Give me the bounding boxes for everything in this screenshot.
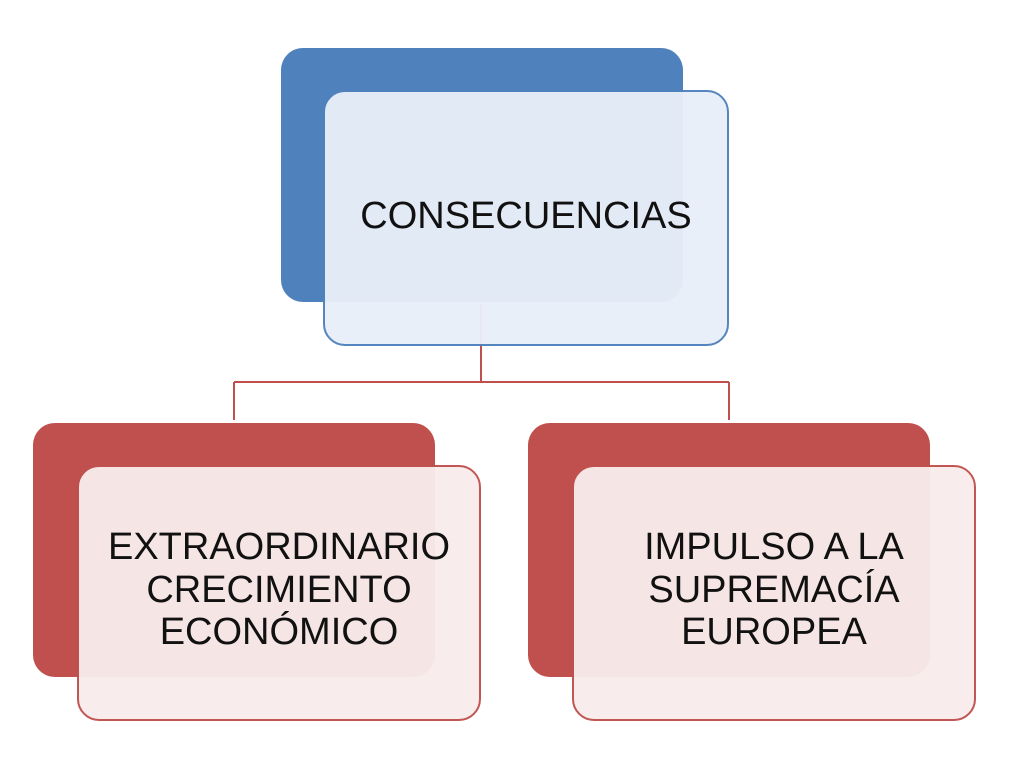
root-node-card — [323, 90, 729, 346]
child-node-1-card — [77, 465, 481, 721]
root-node-label: CONSECUENCIAS — [360, 194, 692, 237]
child-node-1-label: EXTRAORDINARIO CRECIMIENTO ECONÓMICO — [107, 525, 451, 654]
child-node-2-label: IMPULSO A LA SUPREMACÍA EUROPEA — [644, 525, 904, 654]
child-node-2-card — [572, 465, 976, 721]
